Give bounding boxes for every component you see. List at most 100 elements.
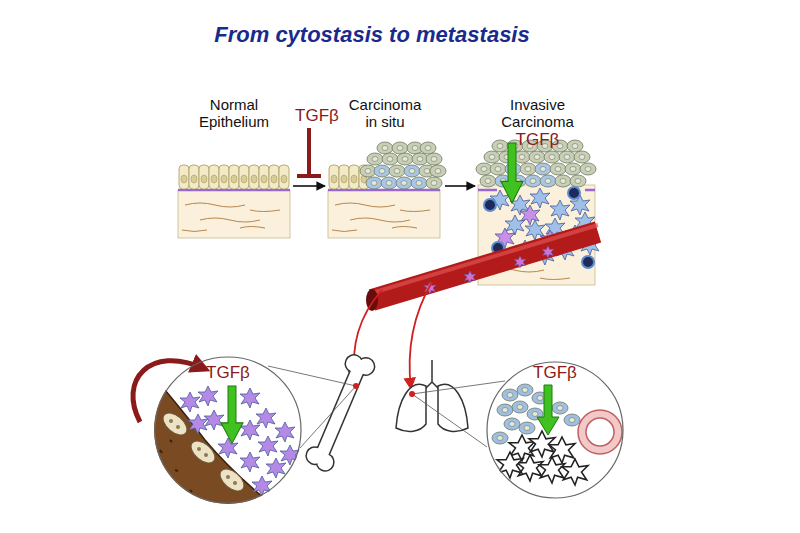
blood-vessel xyxy=(372,225,598,293)
cis-tissue xyxy=(389,165,405,177)
bone-closeup xyxy=(133,356,302,510)
cis-tissue xyxy=(366,177,382,189)
normal-tissue xyxy=(182,203,280,232)
invasive-tissue xyxy=(484,151,500,163)
lung-closeup xyxy=(502,389,518,401)
normal-tissue xyxy=(249,165,259,189)
lung-icon xyxy=(396,360,468,431)
invasive-tissue xyxy=(550,163,566,175)
bone-closeup xyxy=(180,392,200,412)
lung-closeup xyxy=(486,361,624,499)
invasive-tissue xyxy=(582,256,594,268)
stage-label: Carcinoma in situ xyxy=(341,96,429,130)
cis-tissue xyxy=(381,177,397,189)
invasive-tissue xyxy=(501,143,523,203)
circle-outline xyxy=(487,362,623,498)
lung-closeup xyxy=(497,404,513,416)
cis-tissue xyxy=(426,153,442,165)
normal-tissue xyxy=(219,165,229,189)
cis-tissue xyxy=(420,142,436,154)
normal-tissue xyxy=(209,165,219,189)
bone-closeup xyxy=(275,422,295,442)
stage-label: Normal Epithelium xyxy=(190,96,278,130)
invasive-tissue xyxy=(492,140,508,152)
normal-tissue xyxy=(279,165,289,189)
invasive-tissue xyxy=(525,175,541,187)
lung-closeup xyxy=(586,418,614,446)
invasive-tissue xyxy=(567,140,583,152)
zoom-line xyxy=(268,366,505,448)
cis-tissue xyxy=(332,203,430,232)
stage-panel: Invasive CarcinomaTGFβ xyxy=(475,92,600,287)
lung-closeup xyxy=(564,414,580,426)
cis-tissue xyxy=(382,153,398,165)
progression-arrow xyxy=(293,185,325,187)
invasive-tissue xyxy=(484,199,496,211)
bone-icon xyxy=(317,367,364,456)
bone-closeup xyxy=(140,382,272,510)
normal-tissue xyxy=(259,165,269,189)
bone-icon xyxy=(315,452,336,473)
stage-label: Invasive Carcinoma xyxy=(494,96,582,130)
invasive-tissue xyxy=(550,200,570,220)
blood-vessel xyxy=(464,271,476,283)
spread-arrow xyxy=(410,282,432,389)
blood-vessel xyxy=(366,225,598,311)
lung-closeup xyxy=(517,384,533,396)
stage-panel: Carcinoma in situ xyxy=(325,92,445,242)
cis-tissue xyxy=(367,153,383,165)
factor-label: TGFβ xyxy=(533,363,577,383)
lung-closeup xyxy=(504,418,520,430)
bone-closeup xyxy=(154,356,302,504)
invasive-tissue xyxy=(529,151,545,163)
cis-tissue xyxy=(349,165,359,189)
cis-tissue xyxy=(374,165,390,177)
bone-closeup xyxy=(133,361,203,422)
bone-closeup xyxy=(240,452,260,472)
cis-tissue xyxy=(397,153,413,165)
blood-vessel xyxy=(372,232,598,300)
cis-tissue xyxy=(396,177,412,189)
blood-vessel xyxy=(366,289,378,311)
bone-closeup xyxy=(266,458,286,478)
inhibition-bar xyxy=(297,128,321,176)
closeup-circle: TGFβ xyxy=(486,361,624,499)
invasive-tissue xyxy=(570,175,586,187)
bone-closeup xyxy=(197,447,201,451)
invasive-tissue xyxy=(555,175,571,187)
lung-closeup xyxy=(512,401,528,413)
bone-closeup xyxy=(233,481,237,485)
cis-tissue xyxy=(328,142,446,238)
normal-tissue xyxy=(239,165,249,189)
factor-label: TGFβ xyxy=(206,363,250,383)
invasive-tissue xyxy=(568,187,580,199)
stage-panel: Normal Epithelium xyxy=(175,92,293,242)
lung-closeup xyxy=(492,432,508,444)
lung-icon xyxy=(438,384,468,431)
invasive-tissue xyxy=(574,151,590,163)
normal-tissue xyxy=(179,165,189,189)
closeup-circle: TGFβ xyxy=(154,356,302,504)
cis-tissue xyxy=(404,165,420,177)
cis-tissue xyxy=(411,177,427,189)
cis-tissue xyxy=(392,142,408,154)
invasive-tissue xyxy=(565,163,581,175)
bone-icon xyxy=(304,351,377,472)
bone-icon xyxy=(317,367,364,456)
bone-closeup xyxy=(169,419,173,423)
bone-closeup xyxy=(216,465,248,495)
lung-closeup xyxy=(552,402,568,414)
bone-closeup xyxy=(221,386,243,444)
lung-closeup xyxy=(486,361,624,499)
lung-closeup xyxy=(537,385,559,435)
lung-closeup xyxy=(539,457,565,483)
invasive-tissue xyxy=(544,151,560,163)
cis-tissue xyxy=(430,165,446,177)
blood-vessel xyxy=(542,246,554,258)
bone-icon xyxy=(304,351,377,472)
lung-closeup xyxy=(562,459,588,485)
lung-icon xyxy=(396,384,426,431)
lung-closeup xyxy=(578,410,622,454)
cis-tissue xyxy=(377,142,393,154)
